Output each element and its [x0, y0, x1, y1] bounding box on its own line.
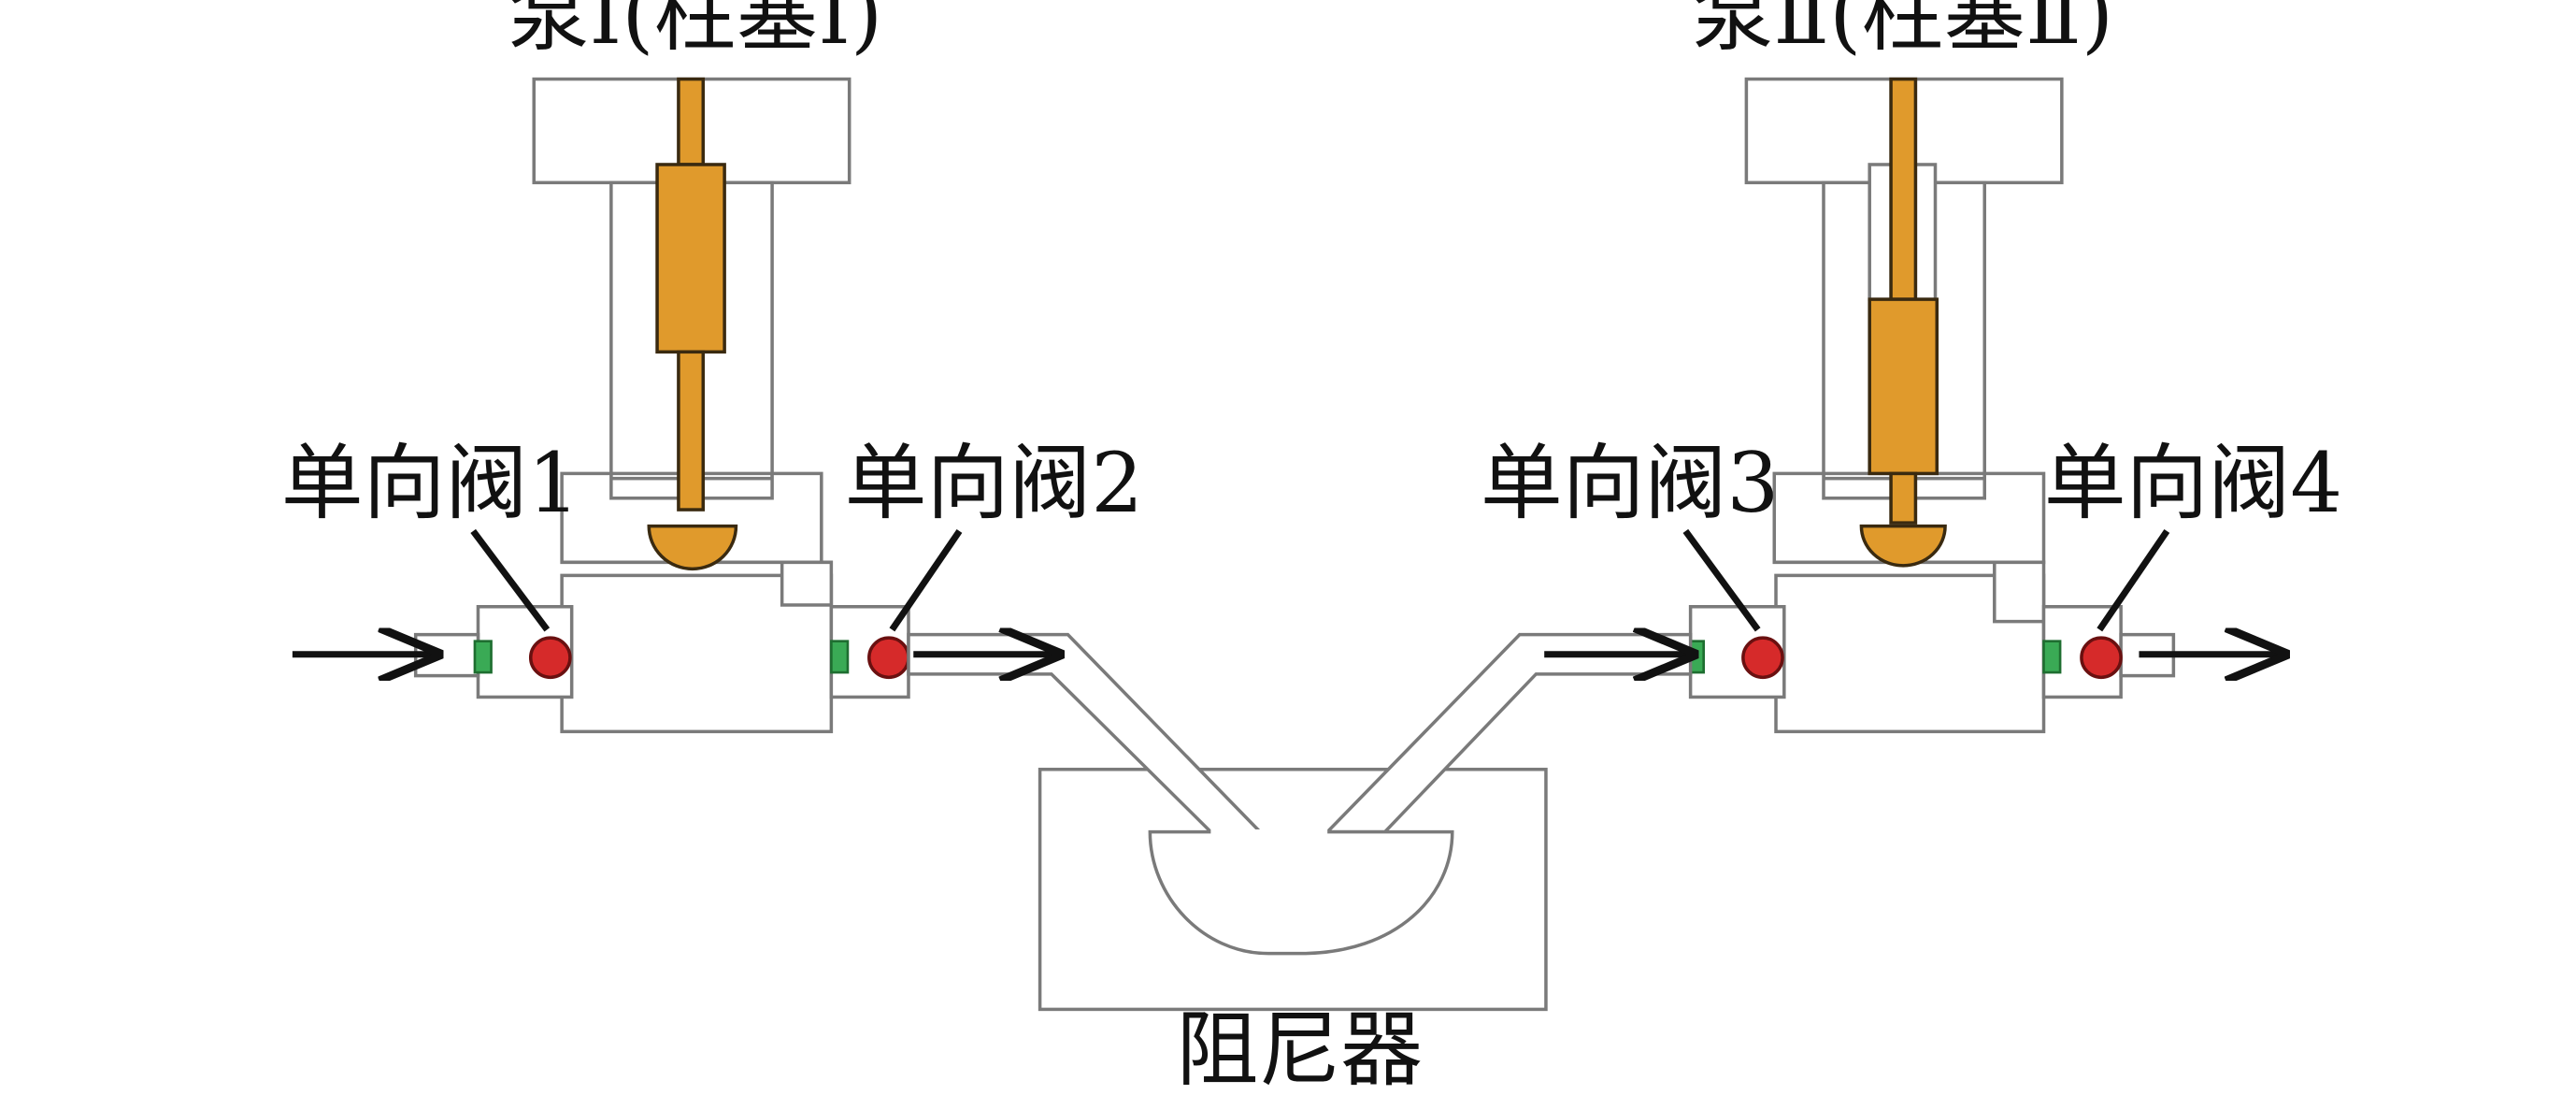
valve-4-leader — [2097, 528, 2170, 632]
valve-4-label: 单向阀4 — [2044, 435, 2343, 531]
valve-1-ball — [528, 636, 572, 680]
pump-1-label: 泵Ⅰ(柱塞Ⅰ) — [508, 0, 883, 63]
valve-4-seat — [2042, 640, 2062, 674]
pump-2-piston-rod-upper — [1889, 77, 1918, 301]
damper — [907, 632, 1693, 1012]
pump-1 — [413, 77, 910, 734]
pump-2-piston-rod-lower — [1889, 471, 1918, 525]
damper-label: 阻尼器 — [1176, 1001, 1423, 1095]
pump-1-plunger — [655, 163, 726, 354]
valve-2-label: 单向阀2 — [845, 435, 1144, 531]
valve-1-leader — [470, 528, 551, 632]
valve-1-label: 单向阀1 — [281, 435, 580, 531]
pump-2-plunger — [1868, 297, 1939, 476]
damper-chamber — [1148, 829, 1454, 956]
valve-3-label: 单向阀3 — [1481, 435, 1780, 531]
valve-1-seat — [473, 640, 493, 674]
pump-1-step — [780, 560, 834, 607]
pump-1-plunger-head — [647, 524, 738, 571]
pump-1-piston-rod-lower — [677, 350, 706, 511]
valve-2-ball — [867, 636, 910, 680]
pump-2 — [1685, 77, 2176, 734]
valve-2-seat — [830, 640, 850, 674]
pump-2-step — [1993, 560, 2046, 624]
valve-3-ball — [1741, 636, 1784, 680]
valve-4-ball — [2080, 636, 2123, 680]
valve-2-leader — [889, 528, 963, 632]
pump-2-label: 泵Ⅱ(柱塞Ⅱ) — [1692, 0, 2114, 63]
valve-3-leader — [1682, 528, 1761, 632]
pump-2-plunger-head — [1859, 524, 1947, 568]
pump-1-piston-rod-upper — [677, 77, 706, 166]
